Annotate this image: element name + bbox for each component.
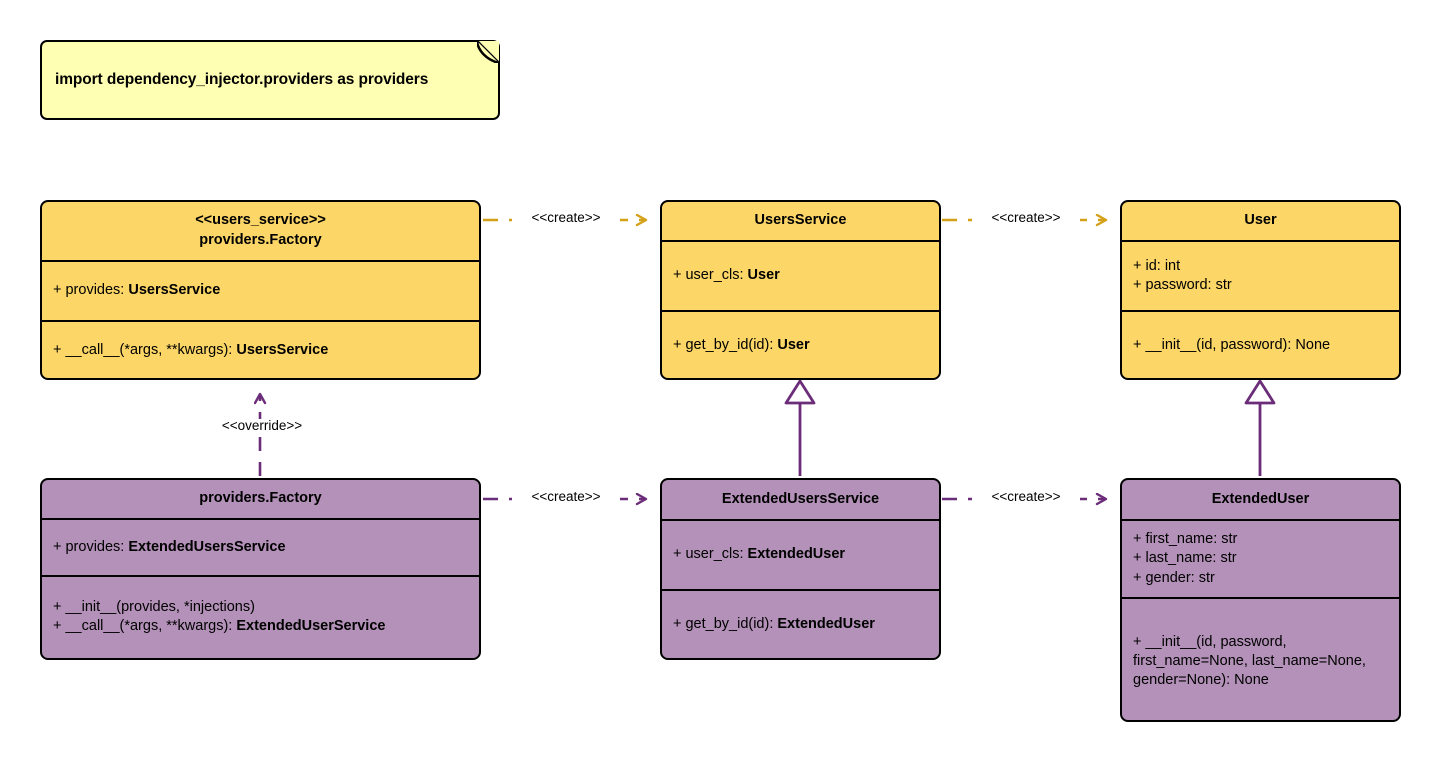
class-header: UsersService xyxy=(662,202,939,240)
class-box-users-service-factory[interactable]: <<users_service>> providers.Factory + pr… xyxy=(40,200,481,380)
edge-label-create-top-right: <<create>> xyxy=(972,211,1080,225)
attribute-row: + first_name: str xyxy=(1133,531,1238,548)
class-attributes: + user_cls: User xyxy=(662,240,939,310)
method-row: + __init__(provides, *injections) xyxy=(53,598,255,615)
class-header: <<users_service>> providers.Factory xyxy=(42,202,479,260)
attribute-row: + password: str xyxy=(1133,277,1232,293)
class-methods: + get_by_id(id): User xyxy=(662,310,939,378)
attribute-row: + id: int xyxy=(1133,257,1181,274)
method-row: + __call__(*args, **kwargs): UsersServic… xyxy=(53,341,329,358)
attribute-row: + last_name: str xyxy=(1133,550,1237,567)
class-box-extended-user[interactable]: ExtendedUser + first_name: str + last_na… xyxy=(1120,478,1401,722)
class-attributes: + provides: UsersService xyxy=(42,260,479,320)
class-attributes: + provides: ExtendedUsersService xyxy=(42,518,479,575)
class-methods: + __init__(id, password): None xyxy=(1122,310,1399,378)
edge-inherit-user xyxy=(1244,379,1276,476)
note-import: import dependency_injector.providers as … xyxy=(40,40,500,120)
class-box-extended-users-service[interactable]: ExtendedUsersService + user_cls: Extende… xyxy=(660,478,941,660)
edge-label-create-bottom-right: <<create>> xyxy=(972,490,1080,504)
class-methods: + __init__(provides, *injections) + __ca… xyxy=(42,575,479,657)
class-attributes: + first_name: str + last_name: str + gen… xyxy=(1122,519,1399,597)
attribute-row: + provides: ExtendedUsersService xyxy=(53,538,286,555)
edge-label-create-top-left: <<create>> xyxy=(512,211,620,225)
class-header: ExtendedUser xyxy=(1122,480,1399,519)
attribute-row: + provides: UsersService xyxy=(53,282,221,299)
class-methods: + __init__(id, password, first_name=None… xyxy=(1122,597,1399,720)
method-row: + get_by_id(id): User xyxy=(673,336,810,353)
method-row: + __init__(id, password, first_name=None… xyxy=(1133,633,1366,689)
class-stereotype: <<users_service>> xyxy=(195,212,326,229)
method-row: + __call__(*args, **kwargs): ExtendedUse… xyxy=(53,618,386,634)
class-methods: + get_by_id(id): ExtendedUser xyxy=(662,589,939,658)
edge-label-create-bottom-left: <<create>> xyxy=(512,490,620,504)
class-attributes: + id: int + password: str xyxy=(1122,240,1399,310)
class-name: User xyxy=(1244,212,1277,229)
attribute-row: + user_cls: ExtendedUser xyxy=(673,546,846,563)
method-row: + get_by_id(id): ExtendedUser xyxy=(673,616,875,633)
note-fold-corner xyxy=(477,41,499,63)
class-name: ExtendedUsersService xyxy=(721,490,880,507)
attribute-row: + user_cls: User xyxy=(673,267,780,284)
note-text: import dependency_injector.providers as … xyxy=(55,71,429,88)
edge-label-override: <<override>> xyxy=(203,419,321,433)
class-header: ExtendedUsersService xyxy=(662,480,939,519)
class-name: providers.Factory xyxy=(199,490,322,507)
attribute-row: + gender: str xyxy=(1133,569,1215,586)
class-box-user[interactable]: User + id: int + password: str + __init_… xyxy=(1120,200,1401,380)
class-attributes: + user_cls: ExtendedUser xyxy=(662,519,939,589)
edge-inherit-users-service xyxy=(784,379,816,476)
class-name: providers.Factory xyxy=(199,232,322,248)
class-name: UsersService xyxy=(754,212,847,229)
class-methods: + __call__(*args, **kwargs): UsersServic… xyxy=(42,320,479,378)
class-header: providers.Factory xyxy=(42,480,479,518)
class-box-extended-factory[interactable]: providers.Factory + provides: ExtendedUs… xyxy=(40,478,481,660)
class-box-users-service[interactable]: UsersService + user_cls: User + get_by_i… xyxy=(660,200,941,380)
class-name: ExtendedUser xyxy=(1211,490,1310,507)
class-header: User xyxy=(1122,202,1399,240)
method-row: + __init__(id, password): None xyxy=(1133,336,1331,353)
